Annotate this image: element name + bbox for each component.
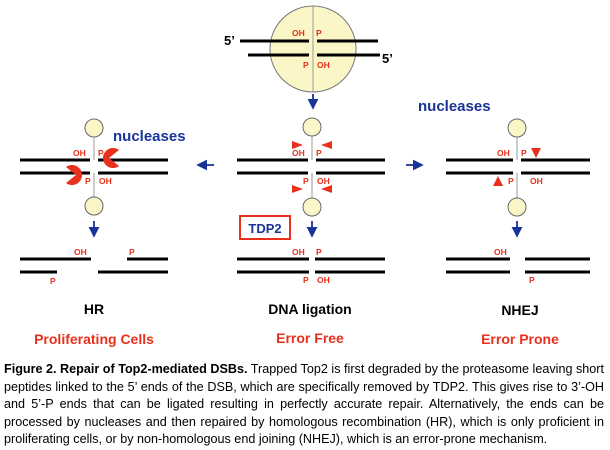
oh-label: OH bbox=[99, 176, 112, 186]
oh-label: OH bbox=[317, 275, 330, 285]
p-label: P bbox=[303, 275, 309, 285]
middle-panel: OH P P OH TDP2 OH P P OH DNA ligation Er… bbox=[237, 117, 385, 346]
top-complex: 5’ 5’ OH P P OH bbox=[224, 5, 393, 93]
tdp2-cleavage-icon bbox=[292, 185, 303, 193]
p-label: P bbox=[316, 28, 322, 38]
nuclease-pacman-icon bbox=[66, 165, 83, 185]
p-label: P bbox=[303, 60, 309, 70]
panel-title: NHEJ bbox=[501, 302, 538, 318]
peptide-circle bbox=[302, 197, 322, 217]
nuclease-cut-icon bbox=[531, 148, 541, 158]
caption-body: Trapped Top2 is first degraded by the pr… bbox=[4, 362, 604, 446]
tdp2-box bbox=[239, 215, 291, 240]
p-label: P bbox=[50, 276, 56, 286]
panel-outcome: Error Free bbox=[276, 330, 344, 346]
five-prime-left-label: 5’ bbox=[224, 33, 235, 48]
figure-caption: Figure 2. Repair of Top2-mediated DSBs. … bbox=[4, 361, 604, 449]
tdp2-cleavage-icon bbox=[321, 141, 332, 149]
nucleases-label: nucleases bbox=[113, 128, 186, 145]
oh-label: OH bbox=[73, 148, 86, 158]
tdp2-cleavage-icon bbox=[292, 141, 303, 149]
nuclease-cut-icon bbox=[493, 176, 503, 186]
oh-label: OH bbox=[292, 148, 305, 158]
p-label: P bbox=[508, 176, 514, 186]
panel-title: DNA ligation bbox=[268, 301, 351, 317]
panel-outcome: Error Prone bbox=[481, 331, 559, 347]
oh-label: OH bbox=[292, 247, 305, 257]
p-label: P bbox=[98, 148, 104, 158]
left-panel: nucleases OH P P OH OH P P HR Proliferat… bbox=[20, 118, 186, 347]
tdp2-label: TDP2 bbox=[248, 221, 281, 236]
panel-title: HR bbox=[84, 301, 104, 317]
oh-label: OH bbox=[494, 247, 507, 257]
nucleases-label: nucleases bbox=[418, 98, 491, 115]
p-label: P bbox=[129, 247, 135, 257]
panel-outcome: Proliferating Cells bbox=[34, 331, 154, 347]
caption-lead: Figure 2. Repair of Top2-mediated DSBs. bbox=[4, 362, 248, 376]
p-label: P bbox=[521, 148, 527, 158]
peptide-circle bbox=[507, 197, 527, 217]
tdp2-cleavage-icon bbox=[321, 185, 332, 193]
dsb-repair-diagram: 5’ 5’ OH P P OH OH P P OH TDP2 OH bbox=[20, 5, 590, 347]
nuclease-pacman-icon bbox=[103, 148, 119, 168]
p-label: P bbox=[316, 148, 322, 158]
peptide-circle bbox=[302, 117, 322, 137]
peptide-circle bbox=[507, 118, 527, 138]
oh-label: OH bbox=[317, 60, 330, 70]
oh-label: OH bbox=[497, 148, 510, 158]
p-label: P bbox=[529, 275, 535, 285]
right-panel: nucleases OH P P OH OH P NHEJ Error Pron… bbox=[418, 98, 590, 347]
oh-label: OH bbox=[317, 176, 330, 186]
oh-label: OH bbox=[530, 176, 543, 186]
five-prime-right-label: 5’ bbox=[382, 51, 393, 66]
oh-label: OH bbox=[74, 247, 87, 257]
p-label: P bbox=[316, 247, 322, 257]
peptide-circle bbox=[84, 196, 104, 216]
peptide-circle bbox=[84, 118, 104, 138]
p-label: P bbox=[303, 176, 309, 186]
p-label: P bbox=[85, 176, 91, 186]
oh-label: OH bbox=[292, 28, 305, 38]
